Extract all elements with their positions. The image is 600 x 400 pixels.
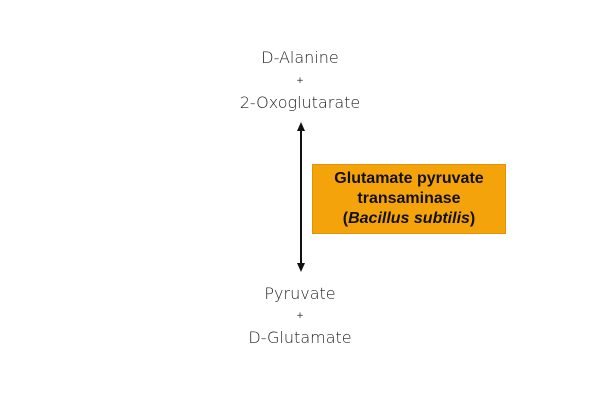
reversible-reaction-arrow-icon: [297, 122, 305, 272]
substrate-plus: +: [296, 76, 304, 86]
product-d-glutamate: D-Glutamate: [248, 328, 352, 347]
enzyme-label-box: Glutamate pyruvate transaminase (Bacillu…: [312, 164, 506, 234]
substrate-d-alanine: D-Alanine: [261, 48, 339, 67]
product-pyruvate: Pyruvate: [264, 284, 336, 303]
enzyme-name-line1: Glutamate pyruvate: [334, 170, 484, 187]
enzyme-name-line2: transaminase: [357, 190, 461, 207]
organism-name: Bacillus subtilis: [348, 210, 470, 227]
product-plus: +: [296, 311, 304, 321]
substrate-2-oxoglutarate: 2-Oxoglutarate: [239, 93, 361, 112]
enzyme-organism: (Bacillus subtilis): [342, 210, 476, 227]
